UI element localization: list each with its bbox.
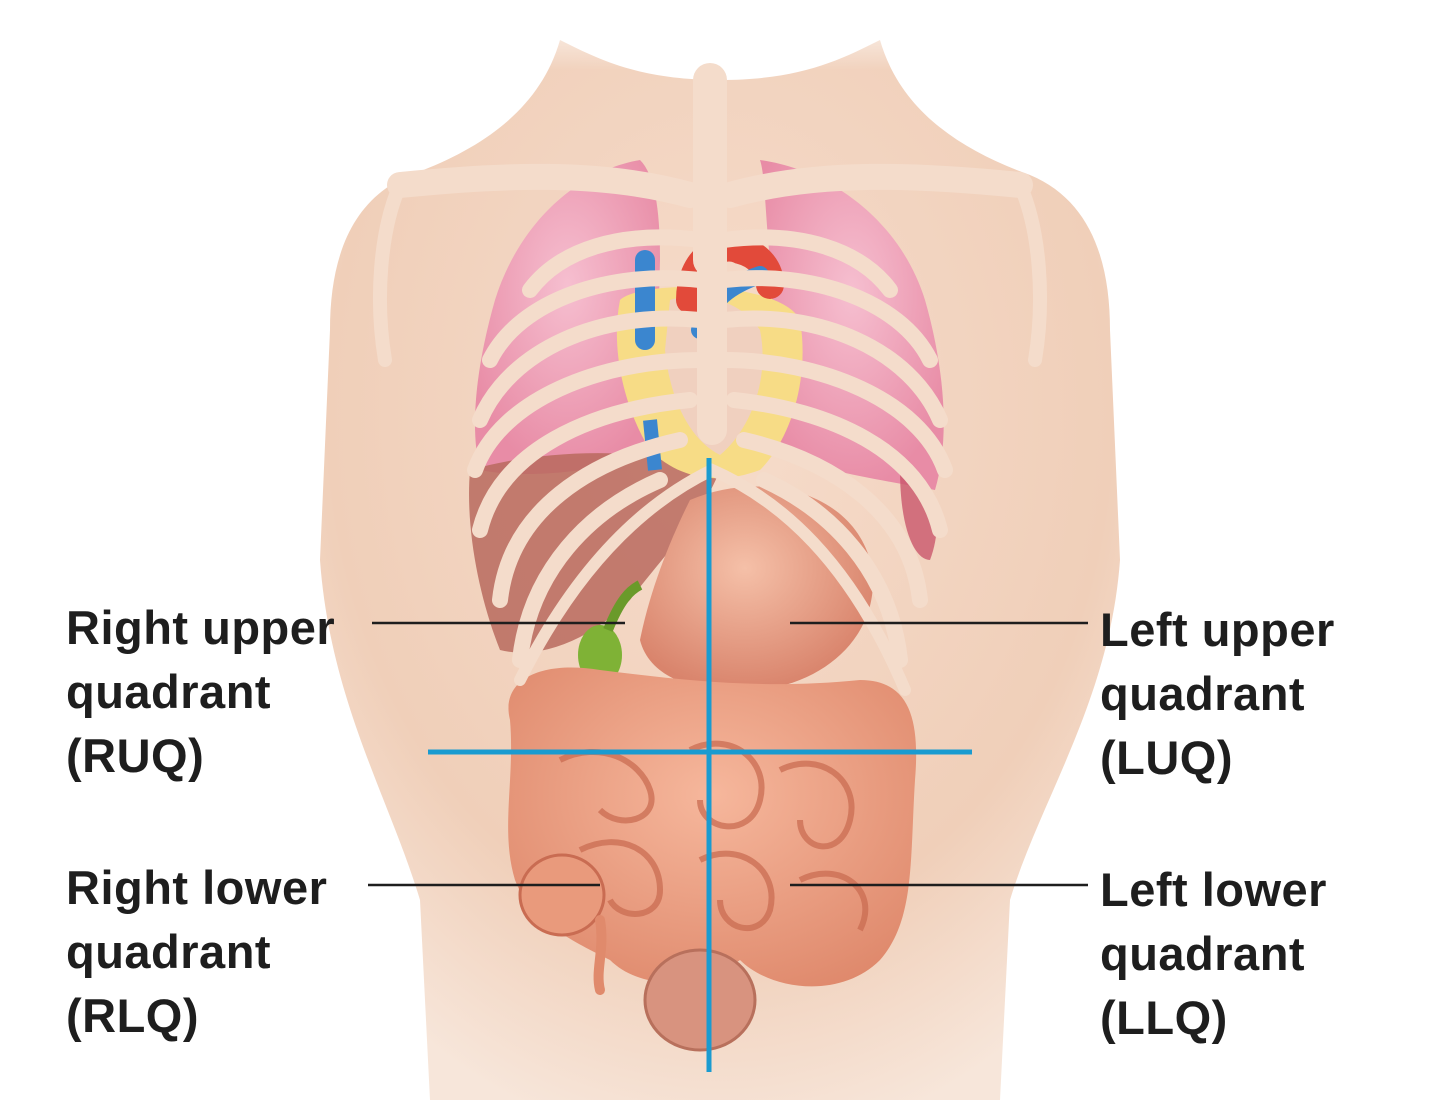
top-fade	[420, 0, 1020, 70]
leader-lines	[368, 621, 1088, 887]
costal-margin	[514, 463, 911, 696]
rib-cage	[373, 63, 1047, 696]
cecum	[518, 853, 606, 937]
clavicle-left	[717, 163, 1033, 208]
rib-3	[472, 310, 948, 428]
label-left-lower-quadrant: Left lower quadrant (LLQ)	[1100, 863, 1327, 1044]
rib-6	[492, 432, 928, 608]
small-intestine-coils	[558, 740, 869, 932]
appendix	[593, 915, 607, 995]
bladder	[643, 948, 757, 1052]
scapula-left	[1013, 178, 1047, 367]
label-right-lower-quadrant: Right lower quadrant (RLQ)	[66, 861, 328, 1042]
rib-1	[522, 229, 898, 298]
scapula-right	[373, 178, 407, 367]
label-left-upper-quadrant: Left upper quadrant (LUQ)	[1100, 603, 1335, 784]
intestines	[508, 667, 917, 1052]
label-right-upper-quadrant: Right upper quadrant (RUQ)	[66, 601, 336, 782]
large-intestine	[508, 667, 917, 987]
rib-5	[472, 392, 948, 538]
rib-7	[512, 472, 908, 668]
quadrant-lines	[428, 458, 972, 1072]
clavicle-right	[387, 163, 703, 208]
rib-2	[482, 270, 938, 368]
rib-4	[467, 352, 953, 478]
